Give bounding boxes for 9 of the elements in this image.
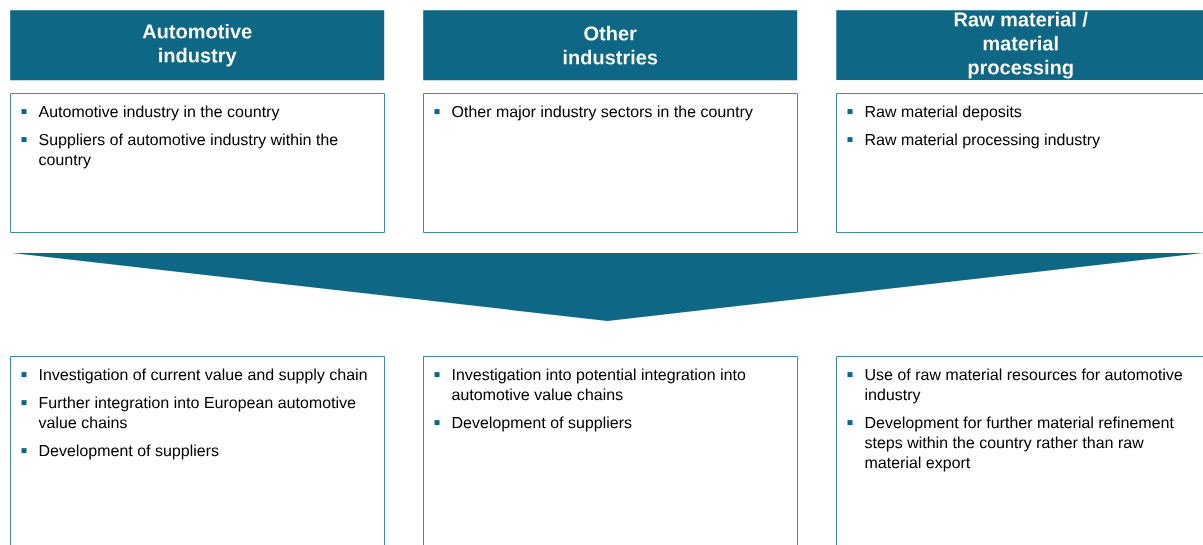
- bullet-list-box: Investigation into potential integration into automotive value chains Development of suppliers: [423, 356, 798, 545]
- header-box: Raw material / material processing: [836, 10, 1203, 81]
- bullet-list-box: Raw material deposits Raw material processing industry: [836, 93, 1203, 233]
- header-box: Other industries: [423, 10, 798, 81]
- bullet-list-box: Use of raw material resources for automotive industry Development for further material refinement steps within the country rather than raw material export: [836, 356, 1203, 545]
- header-box: Automotive industry: [10, 10, 385, 81]
- bullet-list-box: Investigation of current value and supply chain Further integration into European automotive value chains Development of suppliers: [10, 356, 385, 545]
- bullet-list-box: Other major industry sectors in the country: [423, 93, 798, 233]
- bullet-list-box: Automotive industry in the country Suppliers of automotive industry within the country: [10, 93, 385, 233]
